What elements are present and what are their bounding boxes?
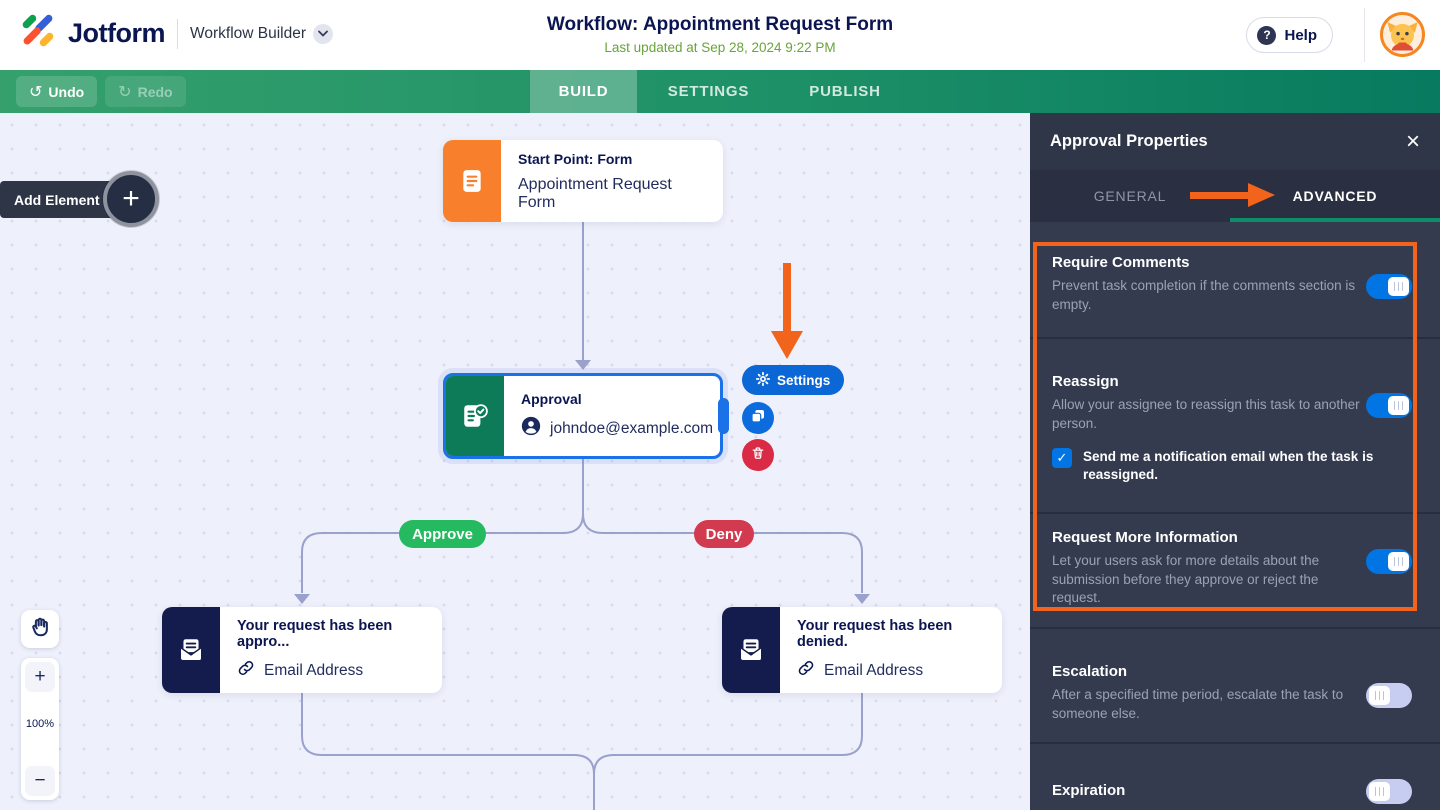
node-email-denied[interactable]: Your request has been denied. Email Addr… xyxy=(722,607,1002,693)
email-field: Email Address xyxy=(264,661,364,679)
link-icon xyxy=(797,659,815,682)
section-title: Request More Information xyxy=(1052,529,1238,546)
header-divider-2 xyxy=(1364,8,1365,62)
branch-deny[interactable]: Deny xyxy=(694,520,754,548)
hand-icon xyxy=(29,616,51,643)
escalation-toggle[interactable] xyxy=(1366,683,1412,708)
add-element-button[interactable]: + xyxy=(103,171,159,227)
node-approval[interactable]: Approval johndoe@example.com xyxy=(443,373,729,459)
undo-redo-group: ↺ Undo ↻ Redo xyxy=(16,76,186,107)
node-type-label: Start Point: Form xyxy=(518,150,633,167)
person-icon xyxy=(521,416,541,441)
workflow-builder-menu[interactable]: Workflow Builder xyxy=(190,23,334,44)
zoom-level: 100% xyxy=(25,718,55,730)
section-description: Let your users ask for more details abou… xyxy=(1052,553,1320,605)
node-email-approved[interactable]: Your request has been appro... Email Add… xyxy=(162,607,442,693)
avatar[interactable] xyxy=(1380,12,1425,57)
last-updated: Last updated at Sep 28, 2024 9:22 PM xyxy=(604,40,836,55)
header-divider xyxy=(177,18,178,49)
checkbox-label: Send me a notification email when the ta… xyxy=(1083,449,1374,482)
reassign-toggle[interactable] xyxy=(1366,393,1412,418)
branch-approve[interactable]: Approve xyxy=(399,520,486,548)
gear-icon xyxy=(755,371,771,389)
section-require-comments: Require Comments Prevent task completion… xyxy=(1030,245,1440,337)
approval-icon xyxy=(446,376,504,456)
annotation-arrow-advanced xyxy=(1190,192,1248,199)
toolbar: ↺ Undo ↻ Redo BUILD SETTINGS PUBLISH xyxy=(0,70,1440,113)
tab-settings[interactable]: SETTINGS xyxy=(667,83,750,100)
section-title: Escalation xyxy=(1052,663,1128,680)
header: Jotform Workflow Builder Workflow: Appoi… xyxy=(0,0,1440,70)
question-icon: ? xyxy=(1257,25,1277,45)
duplicate-button[interactable] xyxy=(742,402,774,434)
page-title-block: Workflow: Appointment Request Form Last … xyxy=(0,14,1440,55)
workflow-canvas[interactable]: Add Element + Start Point: Form Appointm… xyxy=(0,113,1440,810)
section-title: Require Comments xyxy=(1052,254,1190,271)
plus-icon: + xyxy=(122,182,140,215)
zoom-in-button[interactable]: + xyxy=(25,662,55,692)
notification-checkbox-row: ✓ Send me a notification email when the … xyxy=(1052,448,1412,484)
tab-publish[interactable]: PUBLISH xyxy=(809,83,881,100)
page-title: Workflow: Appointment Request Form xyxy=(546,14,894,35)
node-title: Approval xyxy=(521,391,582,407)
section-description: Prevent task completion if the comments … xyxy=(1052,278,1356,312)
section-description: Allow your assignee to reassign this tas… xyxy=(1052,397,1360,431)
workflow-connectors xyxy=(294,222,870,810)
redo-icon: ↻ xyxy=(118,83,132,101)
assignee-email: johndoe@example.com xyxy=(550,419,714,437)
jotform-logo-icon[interactable] xyxy=(20,13,56,54)
tab-advanced[interactable]: ADVANCED xyxy=(1292,188,1378,204)
node-title: Your request has been appro... xyxy=(237,618,393,650)
email-icon xyxy=(162,607,220,693)
copy-icon xyxy=(750,408,766,429)
notification-checkbox[interactable]: ✓ xyxy=(1052,448,1072,468)
email-icon xyxy=(722,607,780,693)
mode-tabs: BUILD SETTINGS PUBLISH xyxy=(530,70,910,113)
pan-tool-button[interactable] xyxy=(21,610,59,648)
brand: Jotform Workflow Builder xyxy=(20,13,334,54)
panel-header: Approval Properties × xyxy=(1030,113,1440,170)
tab-build[interactable]: BUILD xyxy=(530,70,637,113)
tab-general[interactable]: GENERAL xyxy=(1093,188,1167,204)
expiration-toggle[interactable] xyxy=(1366,779,1412,804)
section-reassign: Reassign Allow your assignee to reassign… xyxy=(1030,337,1440,512)
close-icon[interactable]: × xyxy=(1405,127,1420,155)
request-more-info-toggle[interactable] xyxy=(1366,549,1412,574)
settings-button[interactable]: Settings xyxy=(742,365,845,395)
connection-handle[interactable] xyxy=(718,398,729,434)
delete-button[interactable] xyxy=(742,439,774,471)
section-expiration: Expiration xyxy=(1030,742,1440,810)
undo-button[interactable]: ↺ Undo xyxy=(16,76,98,107)
link-icon xyxy=(237,659,255,682)
section-title: Reassign xyxy=(1052,373,1119,390)
section-description: After a specified time period, escalate … xyxy=(1052,687,1344,721)
zoom-out-button[interactable]: − xyxy=(25,766,55,796)
require-comments-toggle[interactable] xyxy=(1366,274,1412,299)
zoom-controls: + 100% − xyxy=(21,658,59,800)
node-title: Your request has been denied. xyxy=(797,618,953,650)
form-icon xyxy=(443,140,501,222)
active-tab-underline xyxy=(1230,218,1440,222)
help-button[interactable]: ? Help xyxy=(1246,17,1333,53)
node-start-form[interactable]: Start Point: Form Appointment Request Fo… xyxy=(443,140,723,222)
annotation-arrow-advanced-head xyxy=(1248,183,1275,207)
add-element-label: Add Element xyxy=(0,181,118,218)
redo-button[interactable]: ↻ Redo xyxy=(105,76,186,107)
undo-icon: ↺ xyxy=(29,83,43,101)
email-field: Email Address xyxy=(824,661,924,679)
section-request-more-information: Request More Information Let your users … xyxy=(1030,512,1440,627)
trash-icon xyxy=(751,446,765,465)
node-title: Appointment Request Form xyxy=(518,175,672,211)
approval-properties-panel: Approval Properties × GENERAL ADVANCED R… xyxy=(1030,113,1440,810)
brand-name[interactable]: Jotform xyxy=(68,18,166,48)
section-title: Expiration xyxy=(1052,782,1126,799)
panel-title: Approval Properties xyxy=(1050,132,1208,150)
chevron-down-icon[interactable] xyxy=(313,23,334,44)
section-escalation: Escalation After a specified time period… xyxy=(1030,627,1440,742)
